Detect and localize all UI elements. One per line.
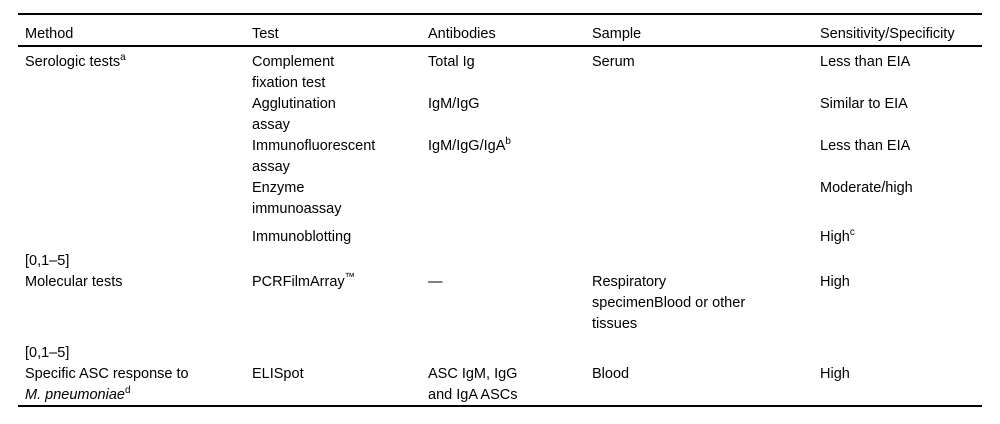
cell-antibodies-total-ig: Total Ig — [428, 54, 475, 70]
column-header-sensitivity: Sensitivity/Specificity — [820, 26, 955, 42]
cell-sample-serum: Serum — [592, 54, 635, 70]
cell-test-immunoblotting: Immunoblotting — [252, 229, 352, 245]
cell-antibodies-igm-igg-iga-text: IgM/IgG/IgA — [428, 138, 506, 154]
cell-test-elispot: ELISpot — [252, 366, 304, 382]
cell-sample-respiratory-line3: tissues — [592, 316, 638, 332]
table-row: Serologic testsa — [25, 52, 240, 73]
organism-name-italic: M. pneumoniae — [25, 387, 125, 403]
table-bottom-rule — [18, 405, 982, 407]
cell-test-agglutination-line2: assay — [252, 117, 290, 133]
cell-test-complement-line1: Complement — [252, 54, 335, 70]
cell-method-specific-asc-line2: M. pneumoniaed — [25, 385, 240, 406]
footnote-marker-b: b — [505, 136, 511, 148]
column-header-method: Method — [25, 26, 74, 42]
cell-antibodies-igm-igg: IgM/IgG — [428, 96, 480, 112]
footnote-marker-d: d — [124, 385, 131, 397]
cell-sample-blood: Blood — [592, 366, 630, 382]
cell-antibodies-igm-igg-iga: IgM/IgG/IgAb — [428, 136, 588, 157]
column-header-test: Test — [252, 26, 279, 42]
cell-sensitivity-moderate-high: Moderate/high — [820, 180, 913, 196]
cell-antibodies-asc-line2: and IgA ASCs — [428, 387, 518, 403]
row-marker-1: [0,1–5] — [25, 253, 70, 269]
table-header-rule — [18, 45, 982, 47]
cell-method-serologic-tests: Serologic tests — [25, 54, 121, 70]
cell-test-enzyme-line1: Enzyme — [252, 180, 305, 196]
cell-sensitivity-less-than-eia-2: Less than EIA — [820, 138, 911, 154]
cell-sensitivity-high-c-text: High — [820, 229, 850, 245]
cell-sensitivity-high-molecular: High — [820, 274, 850, 290]
row-marker-2: [0,1–5] — [25, 345, 70, 361]
cell-test-immunofluorescent-line1: Immunofluorescent — [252, 138, 376, 154]
cell-sensitivity-less-than-eia-1: Less than EIA — [820, 54, 911, 70]
cell-test-complement-line2: fixation test — [252, 75, 326, 91]
cell-test-enzyme-line2: immunoassay — [252, 201, 342, 217]
table-top-rule — [18, 13, 982, 15]
cell-antibodies-emdash: — — [428, 274, 443, 290]
cell-sample-respiratory-line1: Respiratory — [592, 274, 667, 290]
cell-sensitivity-high-asc: High — [820, 366, 850, 382]
cell-test-pcr-filmarray: PCRFilmArray™ — [252, 272, 424, 293]
cell-sensitivity-similar-to-eia: Similar to EIA — [820, 96, 908, 112]
cell-method-molecular-tests: Molecular tests — [25, 274, 123, 290]
column-header-sample: Sample — [592, 26, 642, 42]
footnote-marker-c: c — [849, 227, 855, 239]
footnote-marker-a: a — [120, 52, 126, 64]
cell-test-immunofluorescent-line2: assay — [252, 159, 290, 175]
cell-method-specific-asc-line1: Specific ASC response to — [25, 366, 189, 382]
cell-test-pcr-filmarray-text: PCRFilmArray — [252, 274, 345, 290]
cell-sample-respiratory-line2: specimenBlood or other — [592, 295, 746, 311]
cell-antibodies-asc-line1: ASC IgM, IgG — [428, 366, 518, 382]
cell-sensitivity-high-c: Highc — [820, 227, 990, 248]
cell-test-agglutination-line1: Agglutination — [252, 96, 336, 112]
trademark-icon: ™ — [344, 272, 356, 284]
column-header-antibodies: Antibodies — [428, 26, 496, 42]
